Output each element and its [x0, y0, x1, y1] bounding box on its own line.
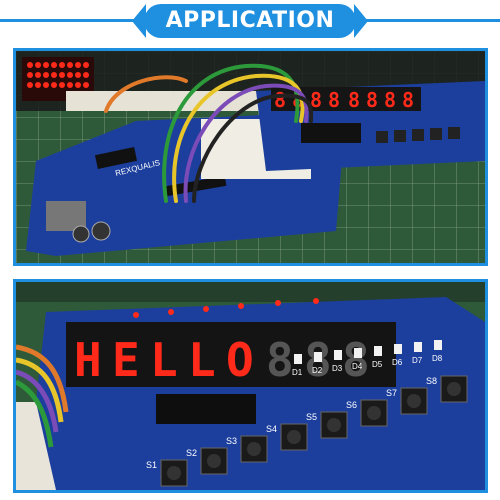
application-banner: APPLICATION	[0, 0, 500, 42]
button-label-s2: S2	[186, 448, 197, 458]
button-label-s5: S5	[306, 412, 317, 422]
led-label-d6: D6	[392, 358, 403, 367]
top-digit-8: 8	[402, 88, 414, 112]
left-wires	[16, 344, 69, 448]
bottom-digit-5: O	[226, 333, 254, 387]
bottom-digit-8: 8	[342, 333, 370, 387]
led-label-d8: D8	[432, 354, 443, 363]
button-label-s7: S7	[386, 388, 397, 398]
top-digit-3: 8	[310, 88, 322, 112]
photo-top-wiring: REXQUALIS 8 8 8 8 8 8 8 8	[13, 48, 488, 266]
top-photo-scene: REXQUALIS 8 8 8 8 8 8 8 8	[16, 51, 485, 263]
top-digit-5: 8	[348, 88, 360, 112]
bottom-digit-6: 8	[266, 333, 294, 387]
bottom-digit-2: E	[112, 333, 140, 387]
banner-pill	[132, 4, 368, 38]
bottom-digit-1: H	[74, 333, 102, 387]
led-label-d3: D3	[332, 364, 343, 373]
led-label-d1: D1	[292, 368, 303, 377]
bottom-photo-scene: H E L L O 8 8 8 D1 D2 D3 D4 D5	[16, 282, 485, 490]
led-label-d7: D7	[412, 356, 423, 365]
button-label-s8: S8	[426, 376, 437, 386]
top-digit-4: 8	[328, 88, 340, 112]
button-label-s1: S1	[146, 460, 157, 470]
button-label-s4: S4	[266, 424, 277, 434]
top-digit-7: 8	[384, 88, 396, 112]
led-label-d5: D5	[372, 360, 383, 369]
top-digit-6: 8	[366, 88, 378, 112]
push-buttons	[160, 375, 468, 487]
button-label-s3: S3	[226, 436, 237, 446]
photo-bottom-display: H E L L O 8 8 8 D1 D2 D3 D4 D5	[13, 279, 488, 493]
top-digit-1: 8	[274, 88, 286, 112]
banner-title: APPLICATION	[165, 8, 335, 33]
led-label-d2: D2	[312, 366, 323, 375]
bottom-digit-4: L	[188, 333, 216, 387]
led-label-d4: D4	[352, 362, 363, 371]
bottom-digit-3: L	[150, 333, 178, 387]
controller-chip	[156, 394, 256, 424]
jumper-wires	[104, 63, 314, 203]
indicator-leds	[294, 340, 442, 364]
status-leds-top	[133, 298, 319, 318]
button-label-s6: S6	[346, 400, 357, 410]
